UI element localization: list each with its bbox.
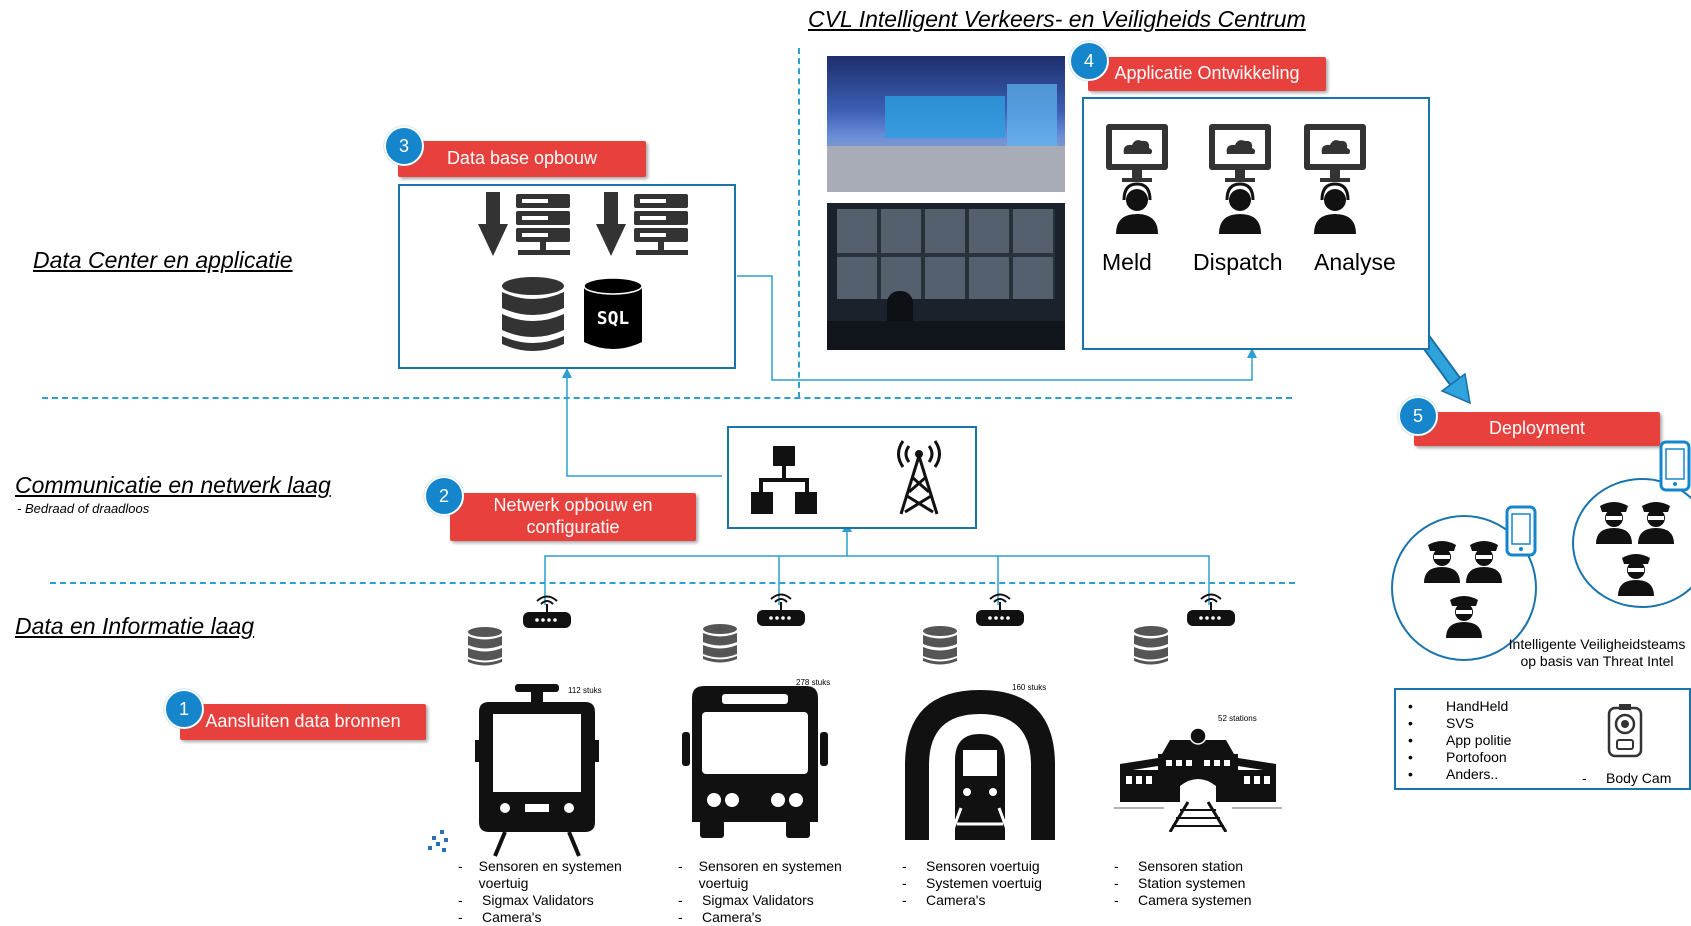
count-label-station: 52 stations xyxy=(1218,714,1257,723)
list-item: Sensoren en systemen voertuig xyxy=(478,858,622,891)
bus-icon xyxy=(682,686,828,838)
step1-label: Aansluiten data bronnen xyxy=(180,704,426,740)
step4-badge: 4 xyxy=(1069,41,1109,81)
role-label-analyse: Analyse xyxy=(1314,249,1396,275)
network-topology-icon xyxy=(751,446,817,514)
devices-list: •HandHeld •SVS •App politie •Portofoon •… xyxy=(1408,698,1511,783)
step4-label: Applicatie Ontwikkeling xyxy=(1088,57,1326,91)
tram-icon xyxy=(475,684,599,857)
police-officer-icon xyxy=(1424,541,1460,583)
database-box: SQL xyxy=(398,184,736,369)
separator-vertical xyxy=(798,48,800,398)
step5-label: Deployment xyxy=(1414,412,1660,446)
security-team-circle-1 xyxy=(1391,515,1537,661)
source-list-bus: -Sensoren en systemen voertuig -Sigmax V… xyxy=(678,858,868,926)
control-room-photo-1 xyxy=(827,56,1065,192)
sql-database-icon: SQL xyxy=(583,277,643,349)
list-item: Sigmax Validators xyxy=(702,892,814,908)
list-item: •Portofoon xyxy=(1408,749,1507,765)
step1-badge: 1 xyxy=(164,689,204,729)
metro-icon xyxy=(905,690,1055,841)
list-item: Systemen voertuig xyxy=(926,875,1042,891)
list-item: Camera's xyxy=(702,909,762,925)
download-server-icon xyxy=(478,192,570,256)
separator-bottom xyxy=(50,582,1295,584)
router-icon-2 xyxy=(757,593,805,626)
body-cam-label: -Body Cam xyxy=(1582,770,1672,786)
router-icon xyxy=(523,595,571,628)
svg-text:SQL: SQL xyxy=(597,308,630,329)
list-item: Camera's xyxy=(482,909,542,925)
antenna-tower-icon xyxy=(897,440,941,515)
download-server-icon-2 xyxy=(596,192,688,256)
operator-workstation-icon-1 xyxy=(1106,124,1168,234)
page-title: CVL Intelligent Verkeers- en Veiligheids… xyxy=(808,6,1306,32)
source-list-metro: -Sensoren voertuig -Systemen voertuig -C… xyxy=(902,858,1042,908)
police-officer-icon-2 xyxy=(1466,541,1502,583)
smartphone-icon-2 xyxy=(1659,440,1691,492)
devices-box: •HandHeld •SVS •App politie •Portofoon •… xyxy=(1394,688,1691,790)
step2-label: Netwerk opbouw en configuratie xyxy=(450,493,696,541)
layer-title-datacenter: Data Center en applicatie xyxy=(33,247,293,273)
police-officer-icon-6 xyxy=(1618,554,1654,596)
police-officer-icon-4 xyxy=(1596,502,1632,544)
small-database-icon-2 xyxy=(703,624,737,663)
body-cam-icon xyxy=(1607,704,1643,758)
teams-caption: Intelligente Veiligheidsteams op basis v… xyxy=(1508,636,1686,669)
network-box xyxy=(727,426,977,529)
station-icon xyxy=(1114,727,1282,832)
application-box: Meld Dispatch Analyse xyxy=(1082,97,1430,350)
control-room-photo-2 xyxy=(827,203,1065,350)
role-label-meld: Meld xyxy=(1102,249,1152,275)
smartphone-icon xyxy=(1505,505,1537,557)
step3-badge: 3 xyxy=(384,126,424,166)
separator-top xyxy=(42,397,1292,399)
small-database-icon-4 xyxy=(1134,626,1168,665)
list-item: Camera systemen xyxy=(1138,892,1252,908)
layer-title-data: Data en Informatie laag xyxy=(15,613,255,639)
list-item: Station systemen xyxy=(1138,875,1246,891)
sigmax-logo-icon xyxy=(428,830,448,852)
list-item: Sensoren voertuig xyxy=(926,858,1040,874)
police-officer-icon-3 xyxy=(1446,596,1482,638)
small-database-icon-3 xyxy=(923,626,957,665)
list-item: Sensoren en systemen voertuig xyxy=(698,858,842,891)
layer-subtitle-communication: - Bedraad of draadloos xyxy=(17,501,150,516)
database-icon xyxy=(502,277,564,351)
list-item: Sensoren station xyxy=(1138,858,1244,874)
operator-workstation-icon-2 xyxy=(1209,124,1271,234)
list-item: •Anders.. xyxy=(1408,766,1499,782)
count-label-bus: 278 stuks xyxy=(796,678,831,687)
list-item: Camera's xyxy=(926,892,986,908)
router-icon-3 xyxy=(976,593,1024,626)
step2-badge: 2 xyxy=(424,476,464,516)
count-label-metro: 160 stuks xyxy=(1012,683,1047,692)
step3-label: Data base opbouw xyxy=(398,141,646,177)
security-team-circle-2 xyxy=(1572,478,1691,608)
count-label-tram: 112 stuks xyxy=(568,686,602,695)
list-item: •App politie xyxy=(1408,732,1512,748)
small-database-icon xyxy=(468,627,502,666)
router-icon-4 xyxy=(1187,593,1235,626)
list-item: •SVS xyxy=(1408,715,1475,731)
list-item: •HandHeld xyxy=(1408,698,1509,714)
step5-badge: 5 xyxy=(1398,396,1438,436)
source-list-tram: -Sensoren en systemen voertuig -Sigmax V… xyxy=(458,858,648,926)
role-label-dispatch: Dispatch xyxy=(1193,249,1283,275)
operator-workstation-icon-3 xyxy=(1304,124,1366,234)
source-list-station: -Sensoren station -Station systemen -Cam… xyxy=(1114,858,1252,908)
layer-title-communication: Communicatie en netwerk laag xyxy=(15,472,331,498)
police-officer-icon-5 xyxy=(1638,502,1674,544)
list-item: Sigmax Validators xyxy=(482,892,594,908)
